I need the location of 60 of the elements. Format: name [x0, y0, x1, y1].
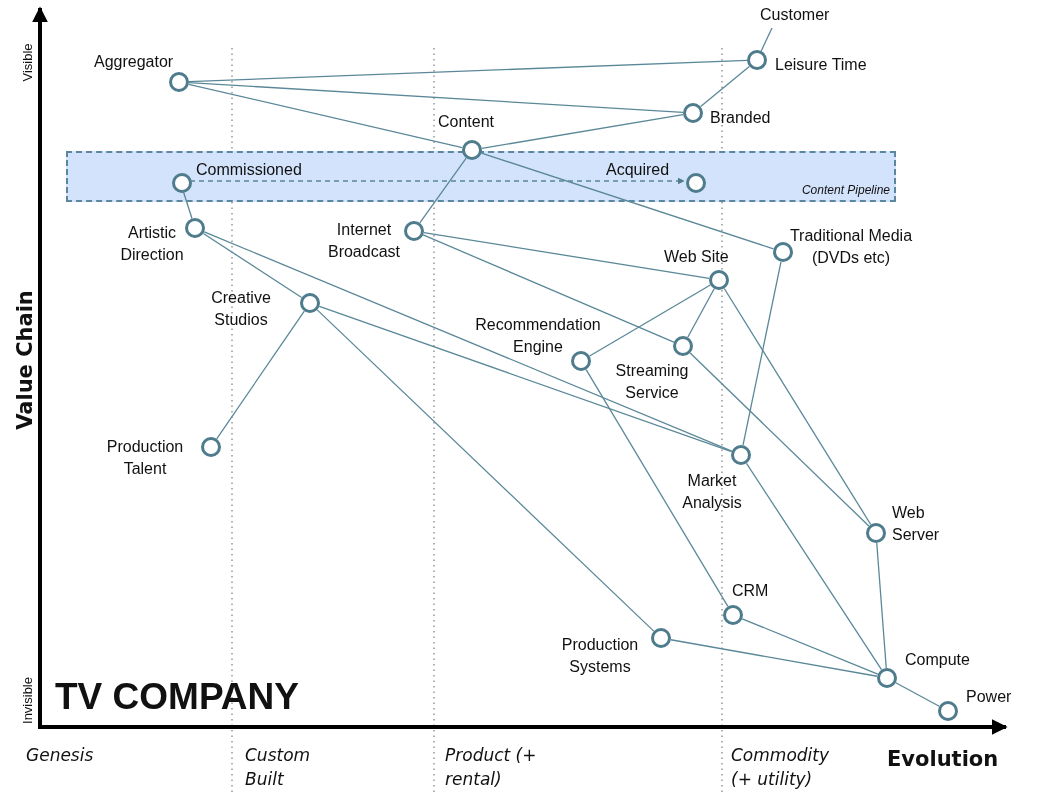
connector-line [318, 305, 733, 453]
connector-line [188, 59, 748, 83]
component-label: Production Systems [560, 635, 640, 677]
axis-title: Value Chain [12, 290, 37, 430]
connector-line [588, 284, 712, 357]
connector-line [419, 157, 467, 224]
connector-line [760, 27, 773, 52]
pipeline-band [66, 151, 896, 202]
connector-line [689, 352, 870, 527]
component-label: Web Server [892, 503, 941, 545]
stage-label: Genesis [26, 744, 94, 767]
connector-line [202, 232, 303, 299]
connector-line [741, 618, 879, 675]
stage-label: Custom Built [245, 744, 312, 791]
component-label: Commissioned [196, 160, 302, 180]
connector-line [700, 65, 750, 108]
stage-label: Commodity (+ utility) [731, 744, 831, 791]
connector-line [687, 288, 715, 338]
component-label: Streaming Service [614, 361, 690, 403]
band-label: Content Pipeline [801, 183, 890, 197]
component-label: Branded [710, 108, 771, 128]
connector-line [188, 81, 684, 114]
connector-line [876, 542, 887, 669]
connector-line [670, 639, 878, 677]
connector-line [203, 231, 733, 452]
component-label: Internet Broadcast [326, 220, 401, 262]
connector-line [423, 231, 710, 280]
component-label: Artistic Direction [119, 223, 185, 265]
component-label: Aggregator [94, 52, 174, 72]
stage-label: Product (+ rental) [445, 744, 538, 791]
component-label: Power [966, 687, 1012, 707]
component-label: Acquired [606, 160, 670, 180]
connector-line [585, 368, 729, 608]
connector-line [723, 287, 872, 526]
connector-line [742, 261, 782, 446]
connector-line [422, 234, 675, 343]
component-label: Leisure Time [775, 55, 867, 75]
axis-end-label: Invisible [19, 676, 35, 724]
axis-end-label: Visible [19, 42, 35, 82]
connector-line [316, 309, 655, 632]
component-label: Creative Studios [210, 288, 272, 330]
component-label: Customer [760, 4, 830, 26]
connector-line [188, 83, 463, 149]
connector-line [189, 177, 685, 185]
component-label: Web Site [664, 247, 729, 267]
component-label: Content [438, 112, 495, 132]
component-label: Production Talent [105, 437, 185, 479]
diagram-title: TV COMPANY [55, 676, 299, 718]
connector-line [182, 189, 193, 220]
connector-line [745, 462, 883, 671]
connector-line [481, 114, 684, 149]
component-label: Compute [905, 650, 970, 670]
component-label: Traditional Media (DVDs etc) [789, 226, 913, 268]
connector-line [216, 310, 305, 440]
connector-line [895, 682, 940, 707]
connector-line [480, 152, 775, 250]
component-label: Recommendation Engine [474, 315, 602, 357]
component-label: Market Analysis [681, 471, 743, 513]
axis-title: Evolution [887, 747, 999, 771]
component-label: CRM [732, 581, 769, 601]
